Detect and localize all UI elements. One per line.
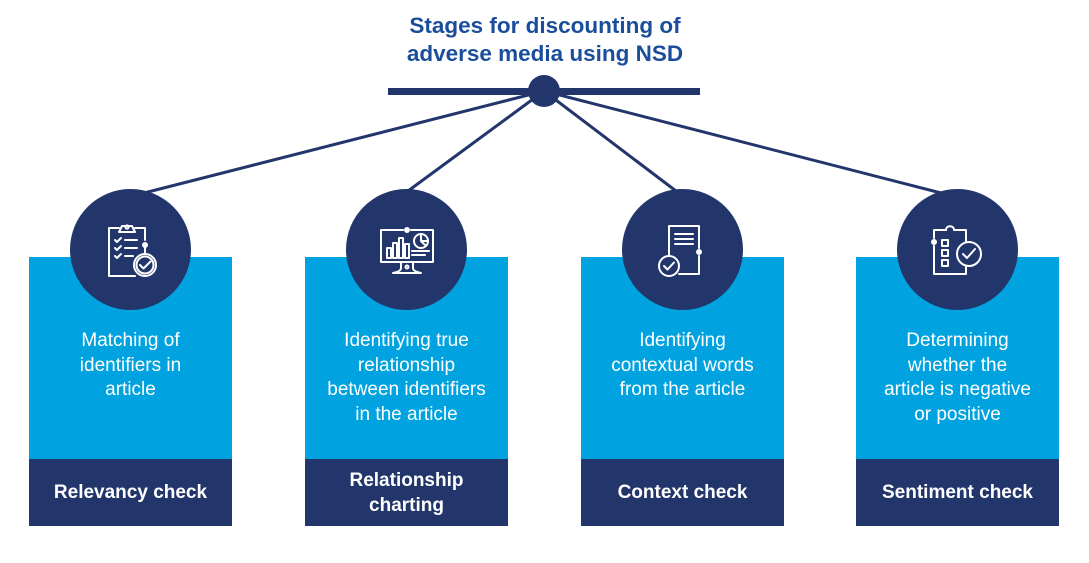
checklist-approval-icon <box>930 224 982 275</box>
stage-name-box: Relevancy check <box>29 459 232 526</box>
stage-name-box: Relationship charting <box>305 459 508 526</box>
stage-name-box: Context check <box>581 459 784 526</box>
description-line: Identifying true <box>344 330 469 351</box>
stage-description: Matching of identifiers in article <box>33 329 228 403</box>
stage-name: Relationship <box>349 469 464 491</box>
description-line: whether the <box>907 354 1008 376</box>
description-line: from the article <box>619 379 746 400</box>
description-line: relationship <box>357 354 456 376</box>
stage-icon-circle <box>70 189 191 310</box>
connector-line-4 <box>543 89 946 196</box>
description-line: identifiers in <box>79 354 182 376</box>
stage-icon-circle <box>622 189 743 310</box>
stage-description: Determining whether the article is negat… <box>860 329 1055 427</box>
hub-node <box>528 75 560 107</box>
connector-line-2 <box>407 89 545 193</box>
description-line: contextual words <box>611 354 754 376</box>
description-line: or positive <box>914 403 1001 425</box>
connector-line-1 <box>139 89 545 196</box>
description-line: Matching of <box>81 330 180 351</box>
description-line: Determining <box>906 330 1009 351</box>
stage-icon-circle <box>346 189 467 310</box>
stage-name-box: Sentiment check <box>856 459 1059 526</box>
stage-description: Identifying contextual words from the ar… <box>585 329 780 403</box>
clipboard-checklist-icon <box>107 223 157 277</box>
description-line: article <box>105 379 156 400</box>
diagram-title: Stages for discounting of adverse media … <box>340 12 750 68</box>
title-line-1: Stages for discounting of <box>409 13 681 38</box>
stage-name: Sentiment check <box>882 482 1033 503</box>
stage-name: Context check <box>617 482 748 503</box>
stage-icon-circle <box>897 189 1018 310</box>
document-check-icon <box>657 224 702 277</box>
title-line-2: adverse media using NSD <box>406 41 684 66</box>
description-line: article is negative <box>884 379 1031 400</box>
stage-name: Relevancy check <box>53 482 208 503</box>
monitor-analytics-icon <box>379 226 434 274</box>
stage-relationship-charting: Identifying true relationship between id… <box>305 257 508 526</box>
stage-description: Identifying true relationship between id… <box>309 329 504 427</box>
description-line: between identifiers <box>327 379 486 400</box>
stage-name: charting <box>369 494 444 516</box>
description-line: Identifying <box>639 330 726 351</box>
connector-line-3 <box>543 89 677 193</box>
description-line: in the article <box>355 403 458 425</box>
